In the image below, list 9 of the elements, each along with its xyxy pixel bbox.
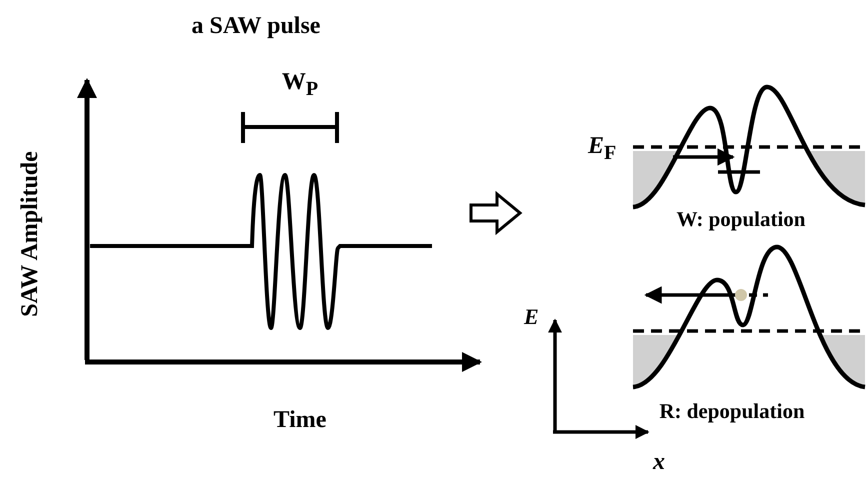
plot-title: a SAW pulse xyxy=(190,14,322,38)
axis-label: E xyxy=(524,306,539,328)
axis-label: x xyxy=(653,450,665,474)
axis-label: Time xyxy=(272,408,328,432)
panel-caption: R: depopulation xyxy=(658,401,806,422)
pulse-width-label: W$_{P}$ xyxy=(280,70,320,99)
fermi-level-label: E$_{F}$ xyxy=(588,134,616,163)
axis-label: SAW Amplitude xyxy=(18,150,42,319)
panel-caption: W: population xyxy=(676,209,806,230)
